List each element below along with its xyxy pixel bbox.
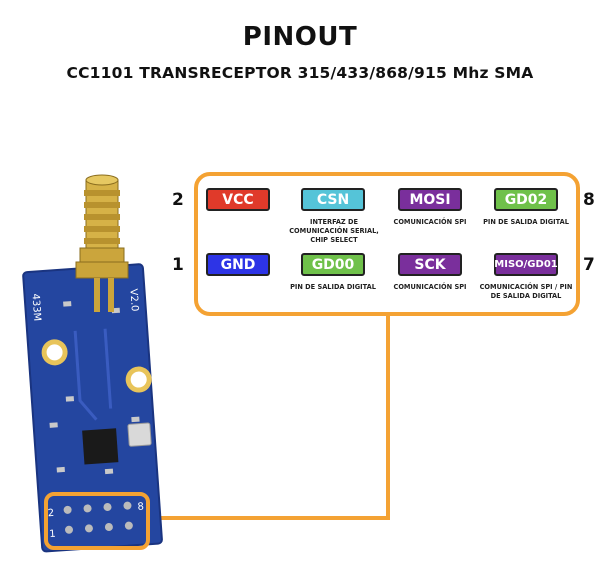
pin-gd02: GD02 <box>494 188 558 211</box>
board-pin-row-1: 1 <box>49 529 56 540</box>
pin-miso-gd01-description: COMUNICACIÓN SPI / PIN DE SALIDA DIGITAL <box>479 283 573 300</box>
pin-miso-gd01: MISO/GD01 <box>494 253 558 276</box>
pin-vcc: VCC <box>206 188 270 211</box>
board-pin-row-2: 2 <box>47 508 54 519</box>
page-title: PINOUT <box>242 22 358 52</box>
row-number-bottom-left: 1 <box>172 255 184 275</box>
row-number-bottom-right: 7 <box>583 255 595 275</box>
page-subtitle: CC1101 TRANSRECEPTOR 315/433/868/915 Mhz… <box>66 64 534 82</box>
board-label-433m: 433M <box>29 293 42 321</box>
board-label-v20: V2.0 <box>127 288 140 311</box>
row-number-top-right: 8 <box>583 190 595 210</box>
pin-csn: CSN <box>301 188 365 211</box>
pin-gd02-description: PIN DE SALIDA DIGITAL <box>483 218 569 226</box>
connector-line <box>150 314 390 520</box>
pin-mosi: MOSI <box>398 188 462 211</box>
pinout-frame <box>194 172 580 316</box>
header-highlight <box>44 492 150 550</box>
pin-gd00: GD00 <box>301 253 365 276</box>
pcb-board: 433M V2.0 2 1 8 <box>22 263 163 553</box>
pin-sck: SCK <box>398 253 462 276</box>
pin-mosi-description: COMUNICACIÓN SPI <box>393 218 467 226</box>
cc1101-chip <box>82 428 119 465</box>
board-pin-col-8: 8 <box>137 502 144 513</box>
sma-connector <box>75 174 129 312</box>
pin-csn-description: INTERFAZ DE COMUNICACIÓN SERIAL, CHIP SE… <box>289 218 379 244</box>
pin-gd00-description: PIN DE SALIDA DIGITAL <box>290 283 376 291</box>
pin-gnd: GND <box>206 253 270 276</box>
pin-header <box>63 501 133 534</box>
crystal <box>127 422 152 447</box>
row-number-top-left: 2 <box>172 190 184 210</box>
pin-sck-description: COMUNICACIÓN SPI <box>393 283 467 291</box>
